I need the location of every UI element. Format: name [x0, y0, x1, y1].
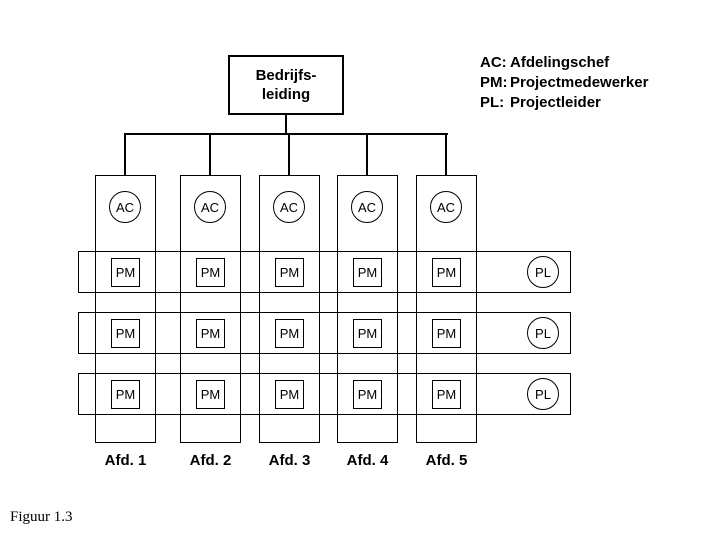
department-column-4: AC: [337, 175, 398, 443]
pm-square-r2-c1: PM: [111, 319, 140, 348]
tree-drop-line-1: [124, 135, 126, 175]
department-label-5: Afd. 5: [425, 452, 468, 469]
figure-caption: Figuur 1.3: [10, 509, 73, 525]
ac-circle-4: AC: [351, 191, 383, 223]
tree-drop-line-3: [288, 135, 290, 175]
legend-item-pm: PM:Projectmedewerker: [480, 73, 648, 93]
tree-drop-line-5: [445, 135, 447, 175]
pm-square-r1-c1: PM: [111, 258, 140, 287]
ac-circle-1: AC: [109, 191, 141, 223]
department-column-2: AC: [180, 175, 241, 443]
department-column-3: AC: [259, 175, 320, 443]
legend-item-ac: AC:Afdelingschef: [480, 53, 648, 73]
department-label-1: Afd. 1: [104, 452, 147, 469]
department-column-5: AC: [416, 175, 477, 443]
department-label-3: Afd. 3: [268, 452, 311, 469]
project-row-1: [78, 251, 571, 293]
legend-abbr-ac: AC:: [480, 54, 507, 71]
pm-square-r1-c2: PM: [196, 258, 225, 287]
project-row-2: [78, 312, 571, 354]
pl-circle-1: PL: [527, 256, 559, 288]
legend-abbr-pl: PL:: [480, 94, 505, 111]
legend-label-pm: Projectmedewerker: [510, 74, 649, 91]
tree-horizontal-line: [124, 133, 448, 135]
pm-square-r3-c4: PM: [353, 380, 382, 409]
ac-circle-5: AC: [430, 191, 462, 223]
pl-circle-2: PL: [527, 317, 559, 349]
department-label-4: Afd. 4: [346, 452, 389, 469]
ac-circle-2: AC: [194, 191, 226, 223]
legend: AC:Afdelingschef PM:Projectmedewerker PL…: [480, 53, 648, 113]
pm-square-r1-c3: PM: [275, 258, 304, 287]
pm-square-r2-c4: PM: [353, 319, 382, 348]
pm-square-r3-c5: PM: [432, 380, 461, 409]
ac-circle-3: AC: [273, 191, 305, 223]
pm-square-r2-c5: PM: [432, 319, 461, 348]
pm-square-r2-c3: PM: [275, 319, 304, 348]
department-column-1: AC: [95, 175, 156, 443]
tree-stem-line: [285, 115, 287, 133]
project-row-3: [78, 373, 571, 415]
pm-square-r3-c1: PM: [111, 380, 140, 409]
legend-abbr-pm: PM:: [480, 74, 508, 91]
pm-square-r1-c5: PM: [432, 258, 461, 287]
top-management-line-2: leiding: [261, 86, 311, 103]
legend-label-pl: Projectleider: [510, 94, 601, 111]
legend-label-ac: Afdelingschef: [510, 54, 610, 71]
pm-square-r3-c2: PM: [196, 380, 225, 409]
pm-square-r1-c4: PM: [353, 258, 382, 287]
pl-circle-3: PL: [527, 378, 559, 410]
tree-drop-line-2: [209, 135, 211, 175]
pm-square-r2-c2: PM: [196, 319, 225, 348]
tree-drop-line-4: [366, 135, 368, 175]
top-management-line-1: Bedrijfs-: [255, 67, 317, 84]
department-label-2: Afd. 2: [189, 452, 232, 469]
top-management-box: Bedrijfs- leiding: [228, 55, 344, 115]
pm-square-r3-c3: PM: [275, 380, 304, 409]
legend-item-pl: PL: Projectleider: [480, 93, 648, 113]
